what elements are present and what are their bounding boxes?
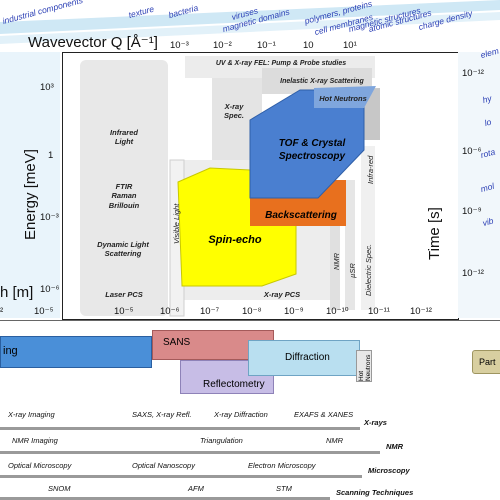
neutron-band-divider: [0, 320, 500, 321]
q-axis-title: Wavevector Q [Å⁻¹]: [28, 34, 158, 51]
dielectric-label: Dielectric Spec.: [364, 243, 373, 296]
afm-label: AFM: [188, 484, 204, 493]
right-shade: [458, 52, 500, 318]
ftir-label: FTIR Raman Brillouin: [108, 182, 140, 210]
length-tick: 10⁻⁵: [34, 306, 54, 317]
scanning-category: Scanning Techniques: [336, 488, 414, 497]
time-tick: 10⁻⁶: [462, 146, 482, 157]
length-tick: 10⁻⁶: [160, 306, 180, 317]
regions-layer: [80, 56, 380, 317]
hot-neutrons-tab: [314, 86, 376, 108]
energy-tick: 1: [48, 150, 54, 161]
tof-shape: [249, 89, 365, 199]
length-tick: 10⁻¹⁰: [326, 306, 349, 317]
nmr-item-label: NMR: [326, 436, 344, 445]
part-band: Part: [472, 350, 500, 374]
nmr-strip: [330, 200, 340, 310]
microscopy-category: Microscopy: [368, 466, 410, 475]
hot-neutrons-band: Hot Neutrons: [356, 350, 372, 382]
tof-label: TOF & Crystal Spectroscopy: [278, 138, 346, 162]
left-shade: [0, 52, 60, 318]
scanning-tech-line: [0, 497, 330, 500]
neutron-left-band: ing: [0, 336, 152, 368]
q-tick: 10: [303, 40, 314, 51]
dielectric-strip: [361, 146, 375, 310]
exafs-label: EXAFS & XANES: [294, 410, 354, 419]
lsr-label: µSR: [348, 263, 357, 278]
nmr-imaging-label: NMR Imaging: [12, 436, 58, 445]
snom-label: SNOM: [48, 484, 71, 493]
nmr-category: NMR: [386, 442, 404, 451]
backscattering-label: Backscattering: [265, 210, 337, 221]
length-tick: 10⁻⁷: [200, 306, 220, 317]
diffraction-band: Diffraction: [248, 340, 360, 376]
length-tick: 10⁻⁸: [242, 306, 262, 317]
nmr-label: NMR: [332, 252, 341, 270]
xray-spec-label: X-ray Spec.: [223, 102, 244, 121]
length-tick: 10⁻⁹: [284, 306, 304, 317]
energy-tick: 10⁻³: [40, 212, 59, 223]
q-tick: 10¹: [343, 40, 357, 51]
xrays-category: X-rays: [364, 418, 387, 427]
infra-red-label: Infra-red: [366, 155, 375, 184]
energy-tick: 10³: [40, 82, 54, 93]
saxs-label: SAXS, X-ray Refl.: [132, 410, 192, 419]
length-tick: 10⁻¹²: [410, 306, 432, 317]
xray-pcs-label: X-ray PCS: [263, 290, 301, 299]
laser-pcs-label: Laser PCS: [105, 290, 143, 299]
triangulation-label: Triangulation: [200, 436, 243, 445]
xray-diffraction-label: X-ray Diffraction: [214, 410, 268, 419]
q-tick: 10⁻²: [213, 40, 232, 51]
optical-nanoscopy-label: Optical Nanoscopy: [132, 461, 195, 470]
spin-echo-label: Spin-echo: [208, 234, 262, 246]
length-tick: 10⁻¹¹: [368, 306, 390, 317]
visible-light-label: Visible Light: [172, 203, 181, 244]
length-axis-title: h [m]: [0, 284, 34, 301]
q-tick: 10⁻³: [170, 40, 189, 51]
dls-label: Dynamic Light Scattering: [97, 240, 149, 259]
energy-tick: 10⁻⁶: [40, 284, 60, 295]
nmr-tech-line: [0, 451, 380, 454]
microscopy-tech-line: [0, 475, 362, 478]
hot-neutrons-label: Hot Neutrons: [319, 94, 367, 103]
stm-label: STM: [276, 484, 292, 493]
length-tick: 10⁻⁵: [114, 306, 134, 317]
time-tick: 10⁻¹²: [462, 268, 484, 279]
light-region: [80, 60, 168, 316]
q-tick: 10⁻¹: [257, 40, 276, 51]
fel-label: UV & X-ray FEL: Pump & Probe studies: [215, 60, 347, 67]
time-tick: 10⁻¹²: [462, 68, 484, 79]
optical-microscopy-label: Optical Microscopy: [8, 461, 72, 470]
lsr-strip: [345, 180, 355, 310]
length-tick-edge: ²: [0, 306, 4, 317]
time-tick: 10⁻⁹: [462, 206, 482, 217]
xray-tech-line: [0, 427, 360, 430]
infrared-label: Infrared Light: [110, 128, 138, 147]
ixs-label: Inelastic X-ray Scattering: [280, 78, 364, 85]
xray-imaging-label: X-ray Imaging: [8, 410, 55, 419]
electron-microscopy-label: Electron Microscopy: [248, 461, 316, 470]
length-scale-bands: [0, 0, 500, 44]
